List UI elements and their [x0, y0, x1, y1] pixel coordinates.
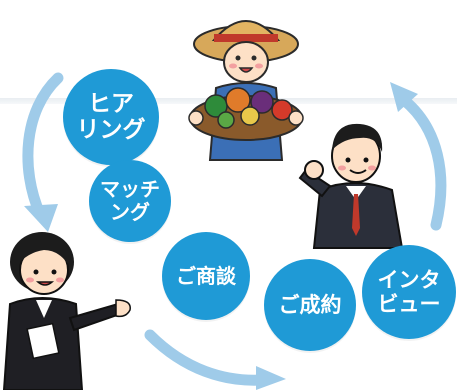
step-hearing-label: ヒア リング [76, 90, 146, 143]
step-negotiation-label: ご商談 [176, 263, 236, 288]
arrow-left-down-head [24, 204, 58, 232]
step-interview: インタ ビュー [362, 245, 456, 339]
arrow-right-up [398, 94, 447, 231]
step-contract-label: ご成約 [278, 292, 342, 317]
arrow-right-up-head [390, 82, 418, 112]
step-interview-label: インタ ビュー [377, 267, 441, 316]
arrow-left-down [22, 72, 64, 220]
step-negotiation: ご商談 [162, 232, 250, 320]
step-contract: ご成約 [264, 259, 356, 351]
step-matching: マッチ ング [89, 160, 171, 242]
step-hearing: ヒア リング [63, 69, 159, 165]
arrow-bottom-right-head [256, 366, 286, 390]
arrow-bottom-right [144, 329, 268, 386]
step-matching-label: マッチ ング [100, 177, 160, 224]
